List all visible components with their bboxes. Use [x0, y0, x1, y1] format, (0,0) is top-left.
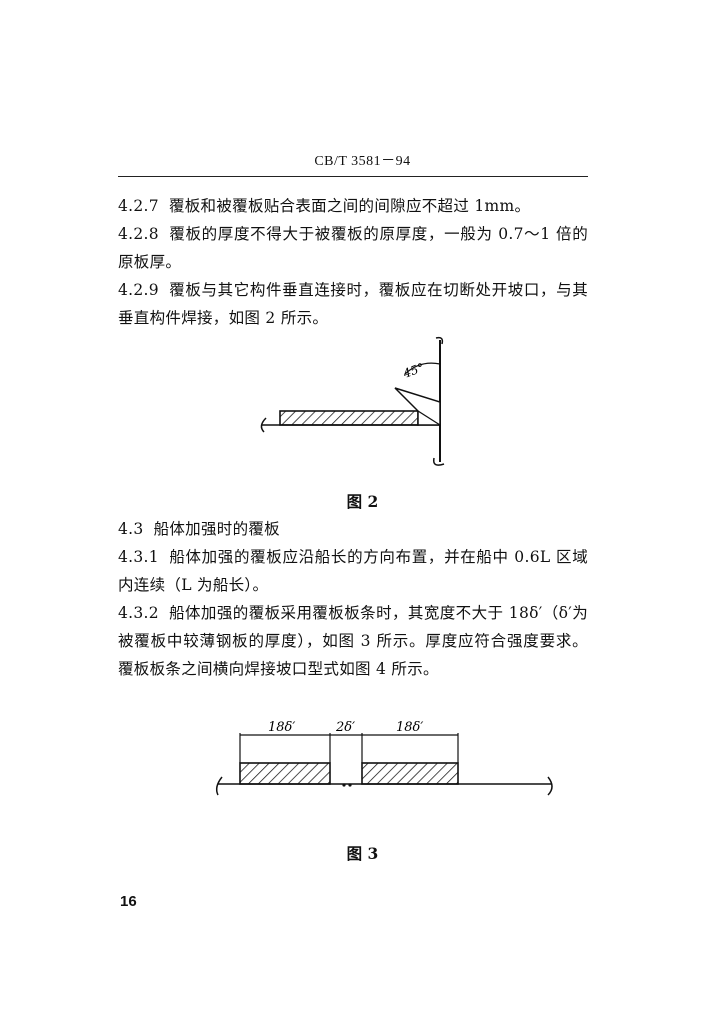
break-mark-top	[435, 336, 444, 345]
figure-2-caption: 图 2	[346, 492, 379, 511]
break-mark-bottom	[432, 457, 445, 466]
section-number: 4.2.7	[118, 197, 159, 215]
doubler-strip-left	[239, 762, 331, 785]
break-mark-left	[260, 417, 267, 433]
section-number: 4.3	[118, 520, 144, 538]
section-number: 4.2.9	[118, 281, 159, 299]
header-rule	[118, 176, 588, 177]
break-mark-right	[547, 776, 553, 796]
dim-label-gap: 2δ′	[335, 720, 355, 735]
section-4-3: 4.3 船体加强时的覆板	[118, 515, 588, 543]
angle-arc	[404, 362, 441, 375]
weld-fill-line	[417, 410, 441, 426]
angle-label: 45°	[400, 360, 426, 381]
section-text: 覆板的厚度不得大于被覆板的原厚度，一般为 0.7～1 倍的原板厚。	[118, 225, 588, 271]
break-mark-left	[215, 776, 223, 796]
section-number: 4.3.2	[118, 604, 159, 622]
figure-3-caption: 图 3	[346, 844, 379, 863]
section-text: 船体加强时的覆板	[153, 520, 280, 538]
section-text: 覆板与其它构件垂直连接时，覆板应在切断处开坡口，与其垂直构件焊接，如图 2 所示…	[118, 281, 588, 327]
figure-2-diagram: 45°	[260, 336, 445, 466]
dot	[342, 783, 346, 787]
dim-label-left: 18δ′	[268, 720, 295, 735]
page-number: 16	[120, 893, 137, 910]
bevel-weld	[394, 387, 441, 426]
section-number: 4.3.1	[118, 548, 159, 566]
section-text: 船体加强的覆板应沿船长的方向布置，并在船中 0.6L 区域内连续（L 为船长）。	[118, 548, 588, 594]
dim-label-right: 18δ′	[396, 720, 423, 735]
dot	[348, 783, 352, 787]
figure-3-diagram: 18δ′ 2δ′ 18δ′	[215, 720, 553, 796]
doubler-plate	[279, 410, 419, 426]
doubler-strip-right	[361, 762, 459, 785]
section-text: 覆板和被覆板贴合表面之间的间隙应不超过 1mm。	[168, 197, 531, 215]
section-text: 船体加强的覆板采用覆板板条时，其宽度不大于 18δ′（δ′为被覆板中较薄钢板的厚…	[118, 604, 588, 678]
section-number: 4.2.8	[118, 225, 159, 243]
page-header: CB/T 3581－94	[314, 154, 411, 169]
section-4-2-7: 4.2.7 覆板和被覆板贴合表面之间的间隙应不超过 1mm。	[118, 192, 588, 220]
